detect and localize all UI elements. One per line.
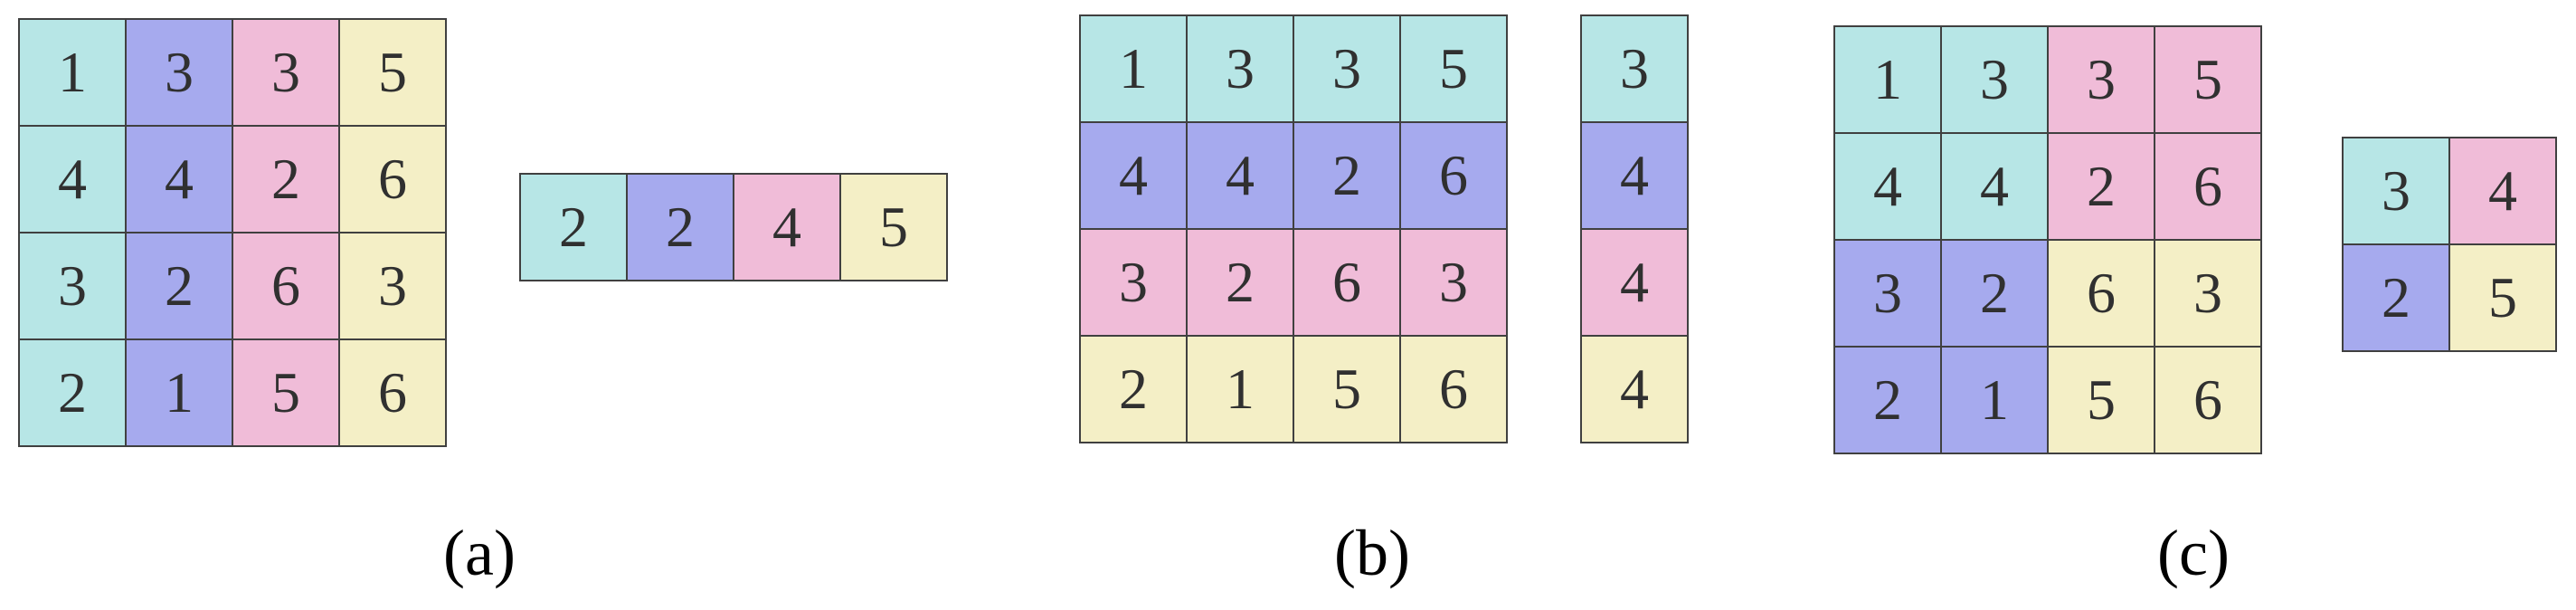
matrix-a-cell: 1 [18, 18, 127, 127]
matrix-c-cell: 2 [1833, 346, 1942, 454]
matrix-b-cell: 2 [1079, 335, 1188, 443]
caption-2: (c) [2157, 517, 2230, 589]
matrix-a-cell: 3 [338, 232, 447, 340]
matrix-b-cell: 6 [1399, 121, 1508, 230]
matrix-a-cell: 3 [125, 18, 233, 127]
matrix-b-cell: 1 [1186, 335, 1294, 443]
matrix-c-cell: 6 [2047, 239, 2155, 348]
result-a-cell: 2 [519, 173, 628, 281]
matrix-a-cell: 6 [338, 125, 447, 234]
result-a-cell: 2 [626, 173, 734, 281]
matrix-c-cell: 5 [2047, 346, 2155, 454]
result-c-cell: 5 [2448, 243, 2557, 352]
matrix-b-cell: 6 [1293, 228, 1401, 337]
matrix-a-cell: 5 [232, 338, 340, 447]
matrix-a-cell: 5 [338, 18, 447, 127]
matrix-b-cell: 3 [1186, 14, 1294, 123]
matrix-c-cell: 3 [2047, 25, 2155, 134]
result-b-cell: 4 [1580, 335, 1689, 443]
matrix-b-cell: 2 [1186, 228, 1294, 337]
matrix-c-cell: 5 [2154, 25, 2262, 134]
matrix-b-cell: 3 [1079, 228, 1188, 337]
matrix-c-cell: 4 [1833, 132, 1942, 241]
matrix-c-cell: 1 [1940, 346, 2049, 454]
matrix-a-cell: 6 [338, 338, 447, 447]
matrix-a-cell: 2 [232, 125, 340, 234]
result-b-cell: 4 [1580, 121, 1689, 230]
matrix-a-cell: 2 [18, 338, 127, 447]
result-c-cell: 2 [2342, 243, 2450, 352]
result-a-cell: 4 [733, 173, 841, 281]
matrix-a-cell: 3 [232, 18, 340, 127]
caption-1: (b) [1334, 517, 1410, 589]
matrix-a-cell: 3 [18, 232, 127, 340]
matrix-c-cell: 2 [2047, 132, 2155, 241]
matrix-c-cell: 3 [2154, 239, 2262, 348]
matrix-c-cell: 2 [1940, 239, 2049, 348]
matrix-b-cell: 4 [1079, 121, 1188, 230]
matrix-a-cell: 4 [18, 125, 127, 234]
matrix-a-cell: 6 [232, 232, 340, 340]
matrix-b-cell: 3 [1399, 228, 1508, 337]
matrix-b-cell: 6 [1399, 335, 1508, 443]
matrix-b-cell: 2 [1293, 121, 1401, 230]
matrix-a-cell: 1 [125, 338, 233, 447]
result-c-cell: 3 [2342, 137, 2450, 245]
matrix-a-cell: 4 [125, 125, 233, 234]
result-b-cell: 3 [1580, 14, 1689, 123]
matrix-c-cell: 1 [1833, 25, 1942, 134]
matrix-c-cell: 6 [2154, 132, 2262, 241]
caption-0: (a) [443, 517, 516, 589]
matrix-c-cell: 4 [1940, 132, 2049, 241]
matrix-b-cell: 3 [1293, 14, 1401, 123]
matrix-b-cell: 5 [1399, 14, 1508, 123]
matrix-b-cell: 1 [1079, 14, 1188, 123]
result-c-cell: 4 [2448, 137, 2557, 245]
matrix-c-cell: 6 [2154, 346, 2262, 454]
matrix-c-cell: 3 [1833, 239, 1942, 348]
result-b-cell: 4 [1580, 228, 1689, 337]
matrix-b-cell: 4 [1186, 121, 1294, 230]
matrix-c-cell: 3 [1940, 25, 2049, 134]
matrix-a-cell: 2 [125, 232, 233, 340]
matrix-b-cell: 5 [1293, 335, 1401, 443]
result-a-cell: 5 [839, 173, 948, 281]
